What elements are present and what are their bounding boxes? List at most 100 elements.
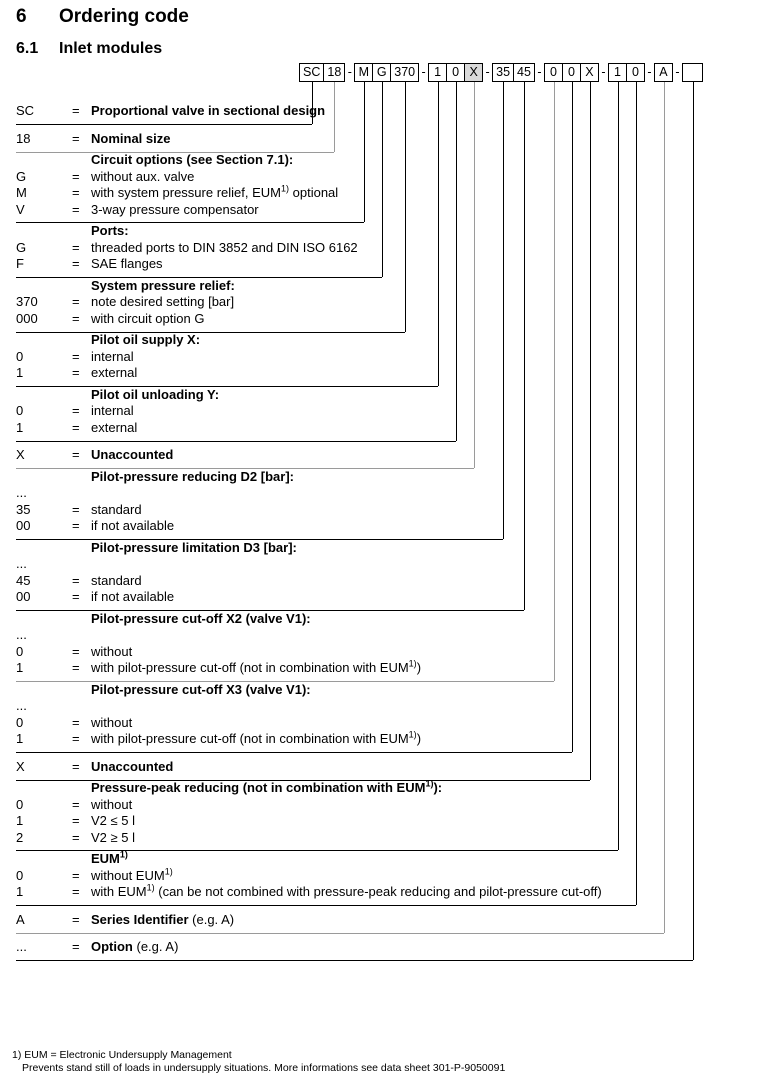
- equals-sign: =: [72, 201, 80, 217]
- code-box[interactable]: M: [354, 63, 374, 82]
- code-box[interactable]: SC: [299, 63, 325, 82]
- code-box[interactable]: 1: [428, 63, 448, 82]
- equals-sign: =: [72, 239, 80, 255]
- option-key: 2: [16, 829, 24, 845]
- bracket-vertical-line: [693, 82, 694, 960]
- block-title: Pressure-peak reducing (not in combinati…: [91, 778, 443, 795]
- option-block-pilot-pressure-cutoff-x2: Pilot-pressure cut-off X2 (valve V1):...…: [16, 611, 757, 682]
- code-box[interactable]: 0: [625, 63, 645, 82]
- option-block-option: ...=Option (e.g. A): [16, 933, 757, 961]
- equals-sign: =: [72, 501, 80, 517]
- option-key: 1: [16, 731, 24, 746]
- option-key: 1: [16, 419, 24, 435]
- bracket-vertical-line: [456, 82, 457, 441]
- option-row: V=3-way pressure compensator: [16, 202, 757, 219]
- option-row: A=Series Identifier (e.g. A): [16, 912, 757, 929]
- bracket-vertical-line: [524, 82, 525, 610]
- code-box[interactable]: 0: [561, 63, 581, 82]
- option-key: ...: [16, 556, 27, 571]
- block-title: System pressure relief:: [91, 277, 235, 293]
- option-key: X: [16, 447, 25, 462]
- option-key: 0: [16, 348, 24, 364]
- code-box[interactable]: X: [579, 63, 599, 82]
- option-row: M=with system pressure relief, EUM1) opt…: [16, 183, 757, 202]
- option-description: Unaccounted: [91, 447, 174, 462]
- equals-sign: =: [72, 365, 80, 380]
- option-key: 00: [16, 518, 31, 533]
- equals-sign: =: [72, 796, 80, 812]
- option-block-pressure-peak-reducing: Pressure-peak reducing (not in combinati…: [16, 778, 757, 851]
- option-description: internal: [91, 403, 134, 418]
- code-box[interactable]: 0: [543, 63, 563, 82]
- option-row: X = Unaccounted: [16, 447, 757, 464]
- code-box[interactable]: 0: [446, 63, 466, 82]
- option-block-system-pressure-relief: System pressure relief: 370 = note desired …: [16, 278, 757, 333]
- option-row: 1=with EUM1) (can be not combined with p…: [16, 883, 757, 901]
- option-description: with pilot-pressure cut-off (not in comb…: [91, 729, 422, 746]
- option-blocks-table: SC=Proportional valve in sectional desig…: [16, 97, 757, 961]
- code-box[interactable]: X: [464, 63, 484, 82]
- option-row: 00=if not available: [16, 589, 757, 606]
- option-key: X: [16, 758, 25, 774]
- option-key: 370: [16, 294, 38, 309]
- option-key: A: [16, 911, 25, 927]
- equals-sign: =: [72, 572, 80, 588]
- option-description: V2 ≥ 5 l: [91, 829, 135, 845]
- code-box[interactable]: 370: [390, 63, 420, 82]
- option-key: G: [16, 168, 27, 184]
- option-key: 0: [16, 643, 24, 659]
- bracket-vertical-line: [474, 82, 475, 468]
- equals-sign: =: [72, 168, 80, 184]
- equals-sign: =: [72, 294, 80, 309]
- option-description: without EUM1): [91, 866, 173, 883]
- code-box[interactable]: 45: [513, 63, 535, 82]
- code-box[interactable]: 18: [323, 63, 346, 82]
- code-box[interactable]: [681, 63, 703, 82]
- code-separator-dash: -: [421, 65, 426, 80]
- option-description: with circuit option G: [91, 310, 205, 326]
- option-description: note desired setting [bar]: [91, 294, 235, 309]
- option-block-unaccounted-1: X = Unaccounted: [16, 441, 757, 469]
- option-row: 1=external: [16, 365, 757, 382]
- bracket-horizontal-line: [16, 468, 474, 469]
- option-key: M: [16, 185, 27, 200]
- equals-sign: =: [72, 447, 80, 462]
- block-title: Pilot-pressure cut-off X2 (valve V1):: [91, 610, 311, 626]
- option-key: 0: [16, 867, 24, 883]
- bracket-vertical-line: [618, 82, 619, 850]
- option-description: Option (e.g. A): [91, 939, 179, 954]
- code-box[interactable]: 1: [607, 63, 627, 82]
- option-row: 1=external: [16, 420, 757, 437]
- bracket-horizontal-line: [16, 441, 456, 442]
- bracket-horizontal-line: [16, 681, 554, 682]
- option-description: standard: [91, 501, 142, 517]
- equals-sign: =: [72, 256, 80, 271]
- option-key: 0: [16, 403, 24, 418]
- option-description: external: [91, 419, 138, 435]
- option-description: if not available: [91, 589, 175, 604]
- code-box[interactable]: 35: [492, 63, 515, 82]
- code-box[interactable]: G: [372, 63, 392, 82]
- option-row: X=Unaccounted: [16, 759, 757, 776]
- option-row: ...: [16, 556, 757, 573]
- option-row: 35=standard: [16, 502, 757, 519]
- bracket-vertical-line: [554, 82, 555, 681]
- option-block-ports: Ports:G=threaded ports to DIN 3852 and D…: [16, 223, 757, 278]
- option-description: with system pressure relief, EUM1) optio…: [91, 183, 339, 200]
- option-row: G=threaded ports to DIN 3852 and DIN ISO…: [16, 240, 757, 257]
- code-box[interactable]: A: [653, 63, 673, 82]
- option-key: ...: [16, 485, 27, 500]
- code-separator-dash: -: [601, 65, 606, 80]
- block-title: Pilot-pressure reducing D2 [bar]:: [91, 468, 294, 484]
- option-key: 1: [16, 813, 24, 828]
- equals-sign: =: [72, 813, 80, 828]
- equals-sign: =: [72, 911, 80, 927]
- equals-sign: =: [72, 130, 80, 146]
- option-row: 000=with circuit option G: [16, 311, 757, 328]
- bracket-vertical-line: [572, 82, 573, 752]
- option-block-pilot-pressure-reducing-d2: Pilot-pressure reducing D2 [bar]:...35=s…: [16, 469, 757, 540]
- option-description: Unaccounted: [91, 758, 174, 774]
- option-row: 0=without: [16, 715, 757, 732]
